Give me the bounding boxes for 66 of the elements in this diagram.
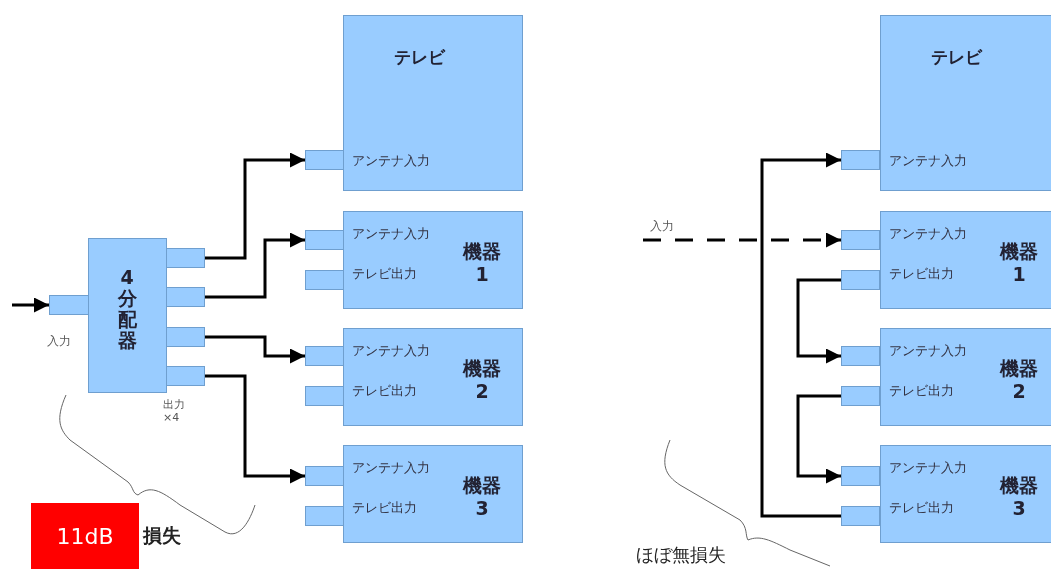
device-box (343, 15, 523, 191)
port-label: テレビ出力 (352, 266, 417, 283)
port-box (841, 466, 880, 486)
port-box (166, 248, 205, 268)
edge-label: 入力 (650, 218, 674, 235)
arrow (205, 335, 305, 364)
port-box (305, 466, 344, 486)
port-box (305, 506, 344, 526)
arrow (205, 152, 305, 260)
device-box (880, 328, 1051, 426)
port-label: テレビ出力 (352, 500, 417, 517)
device-box (880, 211, 1051, 309)
port-box (841, 386, 880, 406)
device-name: 機器2 (998, 357, 1039, 403)
port-label: テレビ出力 (352, 383, 417, 400)
device-name: 機器3 (461, 474, 502, 520)
port-box (841, 506, 880, 526)
port-box (49, 295, 89, 315)
port-label: アンテナ入力 (889, 343, 967, 360)
splitter-label: 4分配器 (117, 267, 137, 351)
port-label: テレビ出力 (889, 383, 954, 400)
port-box (305, 150, 344, 170)
port-label: 出力×4 (163, 398, 186, 425)
port-box (841, 270, 880, 290)
device-name: 機器1 (461, 240, 502, 286)
arrow (12, 297, 49, 313)
device-box (880, 445, 1051, 543)
port-label: アンテナ入力 (352, 226, 430, 243)
device-box (343, 211, 523, 309)
port-label: アンテナ入力 (352, 153, 430, 170)
port-box (305, 346, 344, 366)
port-box (305, 230, 344, 250)
device-box (343, 445, 523, 543)
port-label: アンテナ入力 (352, 343, 430, 360)
arrow (796, 394, 841, 484)
port-label: アンテナ入力 (889, 153, 967, 170)
device-name: 機器2 (461, 357, 502, 403)
port-label: アンテナ入力 (352, 460, 430, 477)
port-label: テレビ出力 (889, 266, 954, 283)
port-box (841, 346, 880, 366)
port-box (166, 327, 205, 347)
device-box (880, 15, 1051, 191)
arrow (205, 232, 305, 299)
port-label: アンテナ入力 (889, 460, 967, 477)
port-label: アンテナ入力 (889, 226, 967, 243)
device-title: テレビ (394, 46, 445, 69)
port-box (166, 287, 205, 307)
loss-label: 損失 (143, 523, 181, 548)
arrow (796, 278, 841, 364)
port-box (841, 150, 880, 170)
loss-label: ほぼ無損失 (636, 543, 726, 567)
port-box (166, 366, 205, 386)
arrow (205, 374, 305, 484)
port-label: 入力 (47, 333, 71, 350)
port-box (305, 270, 344, 290)
loss-badge: 11dB (31, 503, 139, 569)
port-label: テレビ出力 (889, 500, 954, 517)
device-name: 機器1 (998, 240, 1039, 286)
arrow (760, 152, 841, 518)
splitter-box (88, 238, 167, 393)
device-box (343, 328, 523, 426)
port-box (841, 230, 880, 250)
port-box (305, 386, 344, 406)
arrow (643, 232, 841, 248)
device-title: テレビ (931, 46, 982, 69)
device-name: 機器3 (998, 474, 1039, 520)
